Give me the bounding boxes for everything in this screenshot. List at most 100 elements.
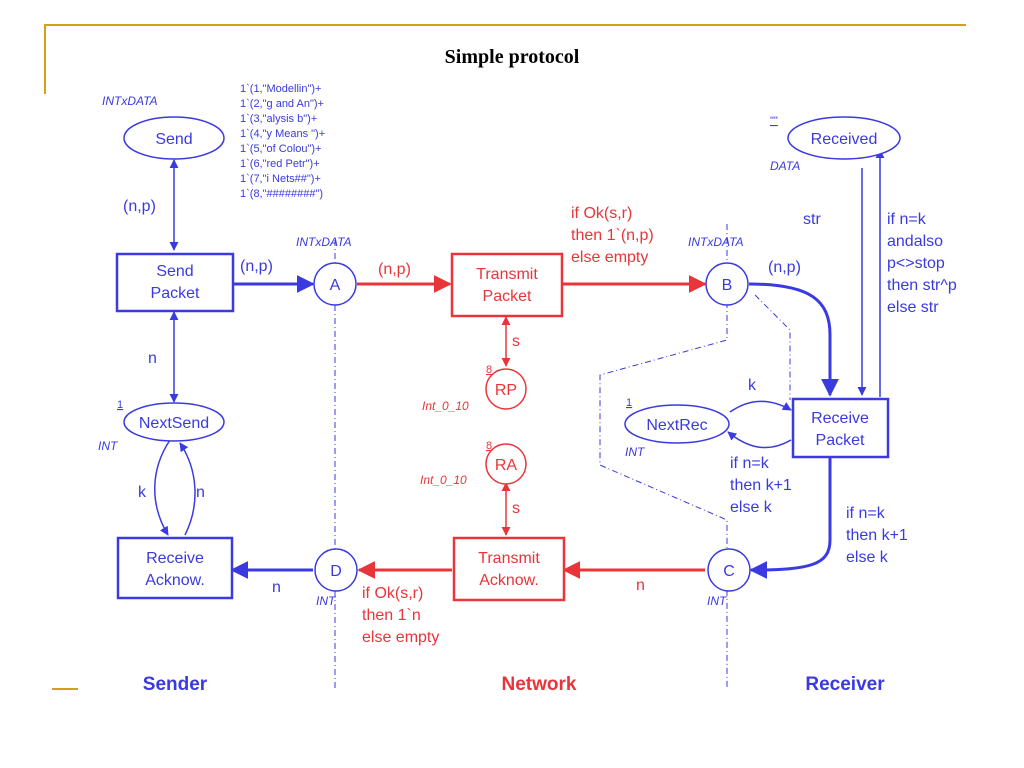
place-a-type: INTxDATA	[296, 235, 352, 249]
place-d-type: INT	[316, 594, 337, 608]
place-d[interactable]: D	[314, 548, 358, 592]
arcs	[154, 149, 885, 579]
place-next-rec[interactable]: NextRec	[624, 404, 730, 444]
section-label-sender: Sender	[143, 674, 208, 695]
guard-line: if Ok(s,r)	[571, 205, 632, 222]
marking-line: 1`(5,"of Colou")+	[240, 143, 322, 155]
slide-frame-left	[44, 24, 46, 94]
arc-send-np: (n,p)	[123, 198, 156, 215]
section-label-receiver: Receiver	[805, 674, 885, 695]
transition-transmit-packet[interactable]: Transmit Packet	[450, 252, 564, 318]
place-received-init: ""	[770, 115, 778, 127]
place-b-type: INTxDATA	[688, 235, 744, 249]
place-next-send[interactable]: NextSend	[123, 402, 225, 442]
arc-d-receive-n: n	[272, 579, 281, 596]
place-rp-type: Int_0_10	[422, 399, 469, 413]
place-a[interactable]: A	[313, 262, 357, 306]
place-rp-label: RP	[495, 382, 517, 399]
marking-line: 1`(3,"alysis b")+	[240, 113, 317, 125]
transition-transmit-acknow-label-2: Acknow.	[479, 572, 539, 589]
place-next-send-label: NextSend	[139, 415, 209, 432]
place-c[interactable]: C	[707, 548, 751, 592]
marking-line: 1`(1,"Modellin")+	[240, 83, 321, 95]
update-line: if n=k	[730, 455, 770, 472]
arc-nextsend-n: n	[196, 484, 205, 501]
slide-frame-top	[44, 24, 966, 26]
transition-transmit-packet-label-2: Packet	[483, 288, 532, 305]
update-line: if n=k	[887, 211, 927, 228]
place-ra-label: RA	[495, 457, 518, 474]
place-rp-init: 8	[486, 364, 492, 376]
marking-line: 1`(4,"y Means ")+	[240, 128, 325, 140]
guard-line: if Ok(s,r)	[362, 585, 423, 602]
arc-b-receive-np: (n,p)	[768, 259, 801, 276]
transition-send-packet-label-2: Packet	[151, 285, 200, 302]
place-b-label: B	[722, 277, 733, 294]
send-initial-marking: 1`(1,"Modellin")+ 1`(2,"g and An")+ 1`(3…	[240, 83, 325, 200]
update-line: if n=k	[846, 505, 886, 522]
arc-nextrec-k: k	[748, 377, 757, 394]
place-received-label: Received	[811, 131, 878, 148]
place-received-type: DATA	[770, 159, 800, 173]
arc-transmit-ack-guard: if Ok(s,r) then 1`n else empty	[362, 585, 439, 646]
arc-nextrec-update: if n=k then k+1 else k	[730, 455, 792, 516]
transition-receive-packet[interactable]: Receive Packet	[791, 397, 890, 459]
place-received[interactable]: Received	[787, 116, 901, 160]
transition-receive-packet-label-2: Packet	[816, 432, 865, 449]
arc-ra-s: s	[512, 500, 520, 517]
arc-c-update: if n=k then k+1 else k	[846, 505, 908, 566]
arc-a-transmit-np: (n,p)	[378, 261, 411, 278]
guard-line: else empty	[571, 249, 648, 266]
transition-receive-acknow[interactable]: Receive Acknow.	[116, 536, 234, 600]
place-next-rec-label: NextRec	[646, 417, 707, 434]
transition-send-packet[interactable]: Send Packet	[115, 252, 235, 313]
place-send[interactable]: Send	[123, 116, 225, 160]
place-next-send-type: INT	[98, 439, 119, 453]
place-ra-init: 8	[486, 440, 492, 452]
transition-send-packet-label-1: Send	[156, 263, 193, 280]
place-c-label: C	[723, 563, 735, 580]
update-line: else k	[846, 549, 889, 566]
update-line: then str^p	[887, 277, 957, 294]
place-next-send-init: 1	[117, 399, 123, 411]
place-rp[interactable]: RP	[485, 368, 527, 410]
arc-received-str: str	[803, 211, 821, 228]
transition-transmit-acknow[interactable]: Transmit Acknow.	[452, 536, 566, 602]
marking-line: 1`(8,"########")	[240, 188, 323, 200]
transition-receive-acknow-label-2: Acknow.	[145, 572, 205, 589]
guard-line: then 1`n	[362, 607, 421, 624]
arc-transmit-packet-guard: if Ok(s,r) then 1`(n,p) else empty	[571, 205, 654, 266]
arc-c-transmit-n: n	[636, 577, 645, 594]
transition-transmit-acknow-label-1: Transmit	[478, 550, 540, 567]
arc-nextsend-k: k	[138, 484, 147, 501]
arc-sendpacket-a-np: (n,p)	[240, 258, 273, 275]
update-line: then k+1	[730, 477, 792, 494]
transition-receive-packet-label-1: Receive	[811, 410, 869, 427]
transition-receive-acknow-label-1: Receive	[146, 550, 204, 567]
place-a-label: A	[330, 277, 341, 294]
place-b[interactable]: B	[705, 262, 749, 306]
place-c-type: INT	[707, 594, 728, 608]
place-send-label: Send	[155, 131, 192, 148]
update-line: andalso	[887, 233, 943, 250]
transition-transmit-packet-label-1: Transmit	[476, 266, 538, 283]
place-next-rec-init: 1	[626, 397, 632, 409]
arc-rp-s: s	[512, 333, 520, 350]
place-ra-type: Int_0_10	[420, 473, 467, 487]
guard-line: then 1`(n,p)	[571, 227, 654, 244]
place-next-rec-type: INT	[625, 445, 646, 459]
place-d-label: D	[330, 563, 342, 580]
slide-title: Simple protocol	[444, 46, 580, 68]
update-line: else str	[887, 299, 939, 316]
guard-line: else empty	[362, 629, 439, 646]
marking-line: 1`(7,"i Nets##")+	[240, 173, 321, 185]
update-line: else k	[730, 499, 773, 516]
update-line: p<>stop	[887, 255, 945, 272]
place-ra[interactable]: RA	[485, 443, 527, 485]
arc-sendpacket-n: n	[148, 350, 157, 367]
arc-received-update: if n=k andalso p<>stop then str^p else s…	[887, 211, 957, 316]
section-label-network: Network	[502, 674, 577, 695]
marking-line: 1`(2,"g and An")+	[240, 98, 324, 110]
marking-line: 1`(6,"red Petr")+	[240, 158, 320, 170]
